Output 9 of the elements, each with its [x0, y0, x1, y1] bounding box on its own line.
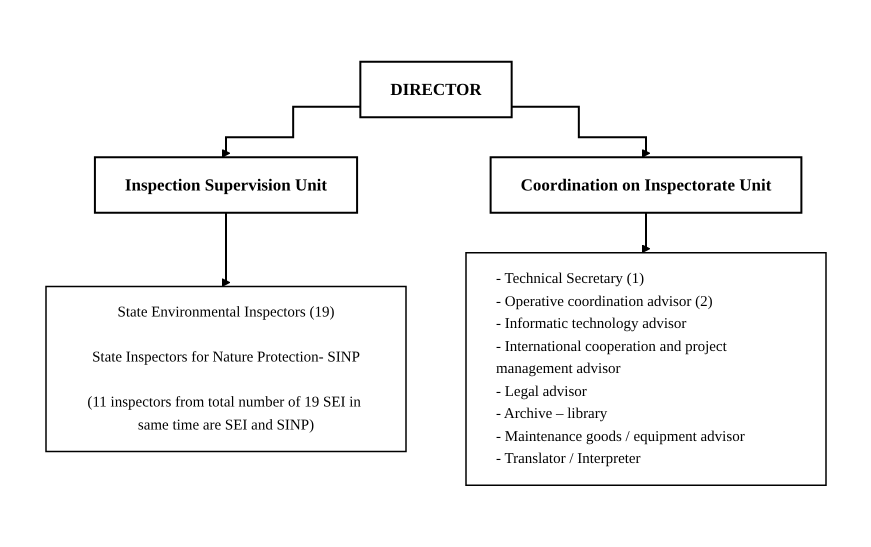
node-box: Coordination on Inspectorate Unit	[489, 156, 802, 214]
arrow	[641, 212, 650, 254]
node-box: Inspection Supervision Unit	[93, 156, 358, 214]
node-box: DIRECTOR	[358, 60, 512, 118]
arrow	[511, 106, 650, 158]
node-box: - Technical Secretary (1) - Operative coordination advisor (2) - Informatic technology advisor - International cooperation and project management advisor - Legal advisor - Archive – library - Maintenance goods / equipment advisor - Translator / Interpreter	[464, 252, 826, 486]
arrow	[221, 106, 360, 158]
arrow	[221, 212, 230, 287]
node-box: State Environmental Inspectors (19) State Inspectors for Nature Protection- SINP (11 inspectors from total number of 19 SEI in same time are SEI and SINP)	[44, 286, 406, 452]
